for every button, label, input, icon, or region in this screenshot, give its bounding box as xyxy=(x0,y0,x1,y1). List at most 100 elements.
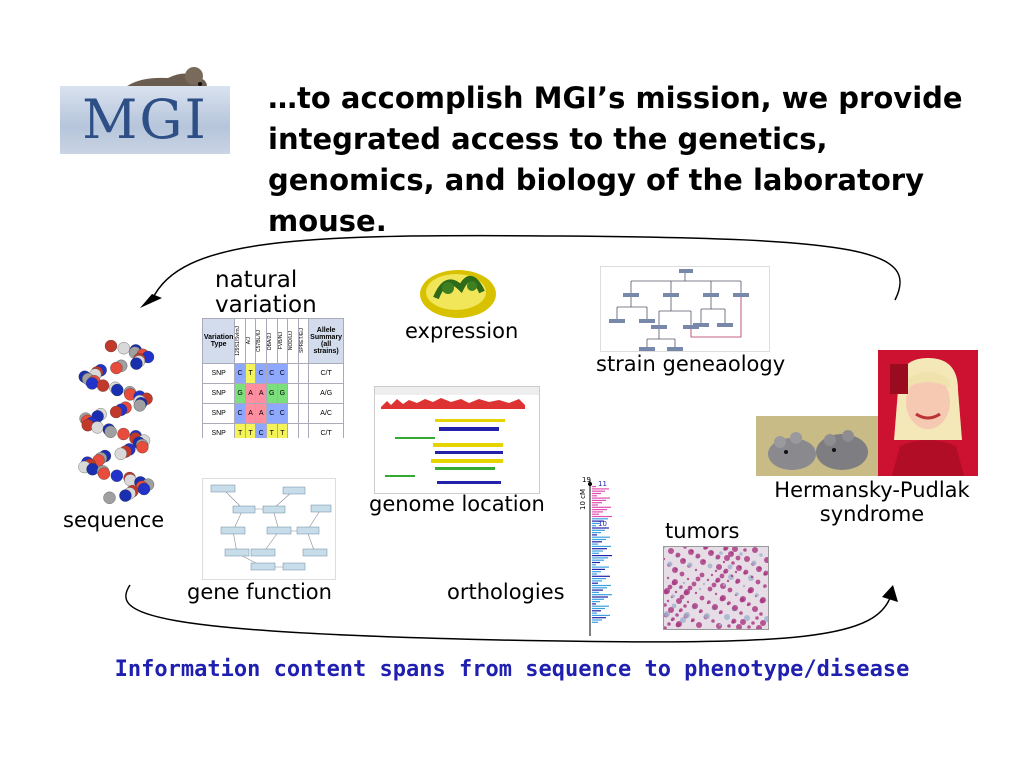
allele-cell xyxy=(287,363,299,384)
allele-cell: T xyxy=(244,423,257,438)
atom-sphere xyxy=(110,361,123,375)
cell-dot xyxy=(692,603,698,609)
cell-dot xyxy=(719,551,723,555)
cell-dot xyxy=(667,584,673,590)
allele-cell: T xyxy=(266,423,278,438)
orthology-mark xyxy=(592,559,604,561)
cell-dot xyxy=(684,589,690,595)
orthology-mark xyxy=(592,564,596,566)
orthology-mark xyxy=(592,525,596,527)
cell-dot xyxy=(679,608,683,612)
strain-header: C57BL/6J xyxy=(255,318,267,364)
cell-dot xyxy=(672,567,678,573)
orthology-mark xyxy=(592,506,611,508)
orthology-mark xyxy=(592,580,602,582)
allele-cell xyxy=(287,383,299,404)
allele-cell: T xyxy=(234,423,246,438)
atom-sphere xyxy=(97,467,111,480)
orthology-mark xyxy=(592,614,610,616)
cell-dot xyxy=(696,622,702,628)
atom-sphere xyxy=(109,405,123,419)
allele-cell: C xyxy=(234,363,246,384)
cell-dot xyxy=(712,604,718,610)
atom-sphere xyxy=(91,421,104,434)
strain-header: SPRET/EiJ xyxy=(297,318,310,364)
cell-dot xyxy=(730,551,734,555)
cell-dot xyxy=(676,621,682,627)
atom-sphere xyxy=(130,357,143,370)
cell-dot xyxy=(722,583,726,587)
cell-dot xyxy=(747,625,751,629)
cell-dot xyxy=(683,604,687,608)
orthology-mark xyxy=(592,532,601,534)
cell-dot xyxy=(710,573,714,577)
orthology-mark xyxy=(592,513,599,515)
allele-cell: C xyxy=(255,363,267,384)
mice-photo xyxy=(756,416,878,476)
ortho-right-mid: 10 xyxy=(598,520,607,528)
cell-dot xyxy=(728,551,734,557)
allele-cell xyxy=(297,403,310,424)
cell-dot xyxy=(730,574,734,578)
orthology-mark xyxy=(592,561,600,564)
arrow-head-right xyxy=(882,585,898,602)
cell-dot xyxy=(755,616,759,620)
cell-dot xyxy=(742,584,746,588)
genome-location-label: genome location xyxy=(369,492,545,516)
cell-dot xyxy=(731,618,737,624)
orthology-mark xyxy=(592,601,600,603)
cell-dot xyxy=(667,622,671,626)
orthology-mark xyxy=(592,518,608,520)
cell-dot xyxy=(666,576,670,580)
allele-cell: T xyxy=(244,363,257,384)
atom-sphere xyxy=(110,469,124,482)
orthology-mark xyxy=(592,571,601,573)
genome-browser-image xyxy=(374,386,540,494)
cell-dot xyxy=(759,612,763,616)
cell-dot xyxy=(680,558,686,564)
cell-dot xyxy=(740,619,746,625)
cell-dot xyxy=(703,547,709,550)
cell-dot xyxy=(684,612,690,618)
allele-cell xyxy=(297,363,310,384)
allele-cell: G xyxy=(234,383,246,404)
cell-dot xyxy=(743,548,747,552)
sequence-label: sequence xyxy=(63,508,165,532)
cell-dot xyxy=(763,570,768,576)
cell-dot xyxy=(671,594,675,598)
allele-cell: C xyxy=(266,363,278,384)
tumor-histology-image xyxy=(663,546,769,630)
cell-dot xyxy=(682,558,686,562)
allele-summary-cell: C/T xyxy=(308,423,344,438)
cell-dot xyxy=(727,587,733,593)
cell-dot xyxy=(674,590,678,594)
cell-dot xyxy=(751,621,755,625)
orthology-mark xyxy=(592,594,612,596)
cell-dot xyxy=(727,564,733,570)
cell-dot xyxy=(714,569,718,573)
orthology-mark xyxy=(592,612,597,614)
allele-cell: G xyxy=(266,383,278,404)
orthology-mark xyxy=(592,497,610,499)
strain-header: 129S1/SvImJ xyxy=(234,318,246,364)
cell-dot xyxy=(747,602,751,606)
allele-cell: C xyxy=(266,403,278,424)
cell-dot xyxy=(695,576,701,582)
cell-dot xyxy=(664,626,667,629)
variation-type-cell: SNP xyxy=(202,403,236,424)
cell-dot xyxy=(750,575,754,579)
allele-summary-cell: A/C xyxy=(308,403,344,424)
atom-sphere xyxy=(104,340,118,353)
cell-dot xyxy=(723,547,729,551)
cell-dot xyxy=(736,565,742,571)
cell-dot xyxy=(715,554,721,560)
orthology-mark xyxy=(592,545,611,547)
cell-dot xyxy=(704,613,710,619)
allele-summary-cell: C/T xyxy=(308,363,344,384)
orthology-mark xyxy=(592,578,606,580)
allele-summary-cell: A/G xyxy=(308,383,344,404)
atom-sphere xyxy=(114,447,127,460)
orthology-mark xyxy=(592,509,607,511)
